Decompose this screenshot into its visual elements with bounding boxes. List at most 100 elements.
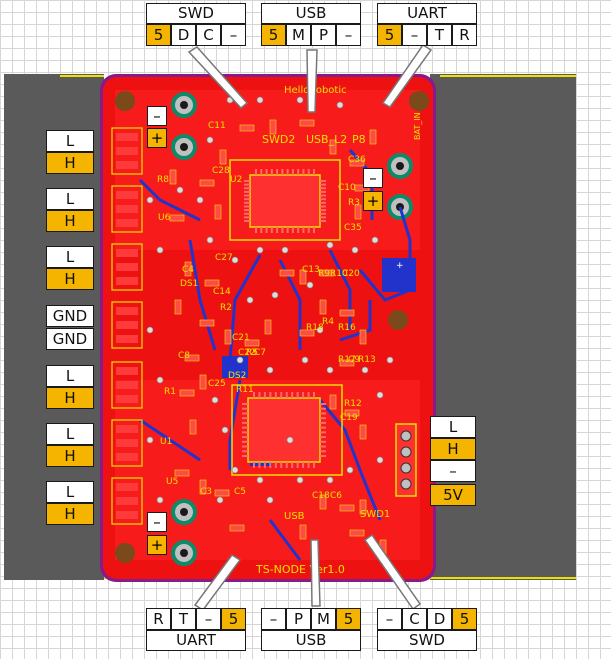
uart-bottom-pin-3: –	[196, 608, 221, 630]
smd-pad	[269, 119, 277, 135]
via	[246, 296, 254, 304]
ic-pin	[302, 169, 305, 175]
left-pin-1-bottom: H	[46, 152, 94, 174]
ic-pin	[320, 440, 326, 443]
ic-pin	[320, 190, 326, 193]
usb-bottom-pin-4: 5	[336, 608, 361, 630]
connector-pad	[116, 205, 138, 213]
ic-pin	[285, 392, 288, 398]
via	[146, 196, 154, 204]
silk-part-label: R4	[322, 317, 334, 327]
ic-pin	[291, 227, 294, 233]
arrow-usb-top	[306, 49, 318, 113]
ic-pin	[244, 205, 250, 208]
ic-pin	[242, 417, 248, 420]
silk-part-label: C7	[254, 348, 266, 358]
smd-pad	[214, 204, 222, 220]
connector-pad	[116, 277, 138, 285]
swd-top-pin-1: 5	[146, 24, 171, 46]
via	[386, 356, 394, 364]
ic-pin	[253, 462, 255, 468]
silk-part-label: R16	[338, 323, 356, 333]
connector-outline	[111, 477, 143, 525]
connector-outline	[111, 243, 143, 291]
silk-top-label: USB_L2	[306, 133, 347, 146]
smd-pad	[239, 124, 255, 132]
ic-pin	[280, 462, 283, 468]
ic-pin	[320, 407, 326, 410]
ic-pin	[320, 220, 326, 222]
silk-part-label: R13	[358, 355, 376, 365]
ic-pin	[313, 169, 315, 175]
via	[286, 436, 294, 444]
via	[146, 326, 154, 334]
smd-pad	[354, 184, 370, 192]
ic-pin	[320, 180, 326, 182]
connector-pad	[116, 219, 138, 227]
smd-pad	[199, 319, 215, 327]
connector-pad	[116, 321, 138, 329]
ic-pin	[242, 421, 248, 424]
smd-pad	[214, 489, 230, 497]
via	[326, 241, 334, 249]
silk-part-label: DS2	[228, 371, 246, 381]
mount-hole-tl	[115, 91, 135, 111]
ic-pin	[242, 455, 248, 457]
smd-pad	[299, 269, 307, 285]
uart-bottom-title: UART	[146, 630, 246, 651]
ic-pin	[242, 431, 248, 434]
arrow-swd-bottom	[363, 533, 422, 611]
uart-bottom-pin-4: 5	[221, 608, 246, 630]
usb-bottom-title: USB	[261, 630, 361, 651]
ic-pin	[281, 169, 284, 175]
left-pin-4-top: GND	[46, 305, 94, 327]
ic-pin	[269, 392, 272, 398]
ic-u2	[229, 159, 341, 241]
left-pin-1-top: L	[46, 130, 94, 152]
ic-pin	[276, 169, 279, 175]
ic-pin	[320, 426, 326, 429]
silk-bottom-label: USB	[284, 511, 305, 522]
silk-part-label: C10	[338, 183, 356, 193]
left-pin-2-top: L	[46, 188, 94, 210]
connector-pad	[116, 483, 138, 491]
smd-pad	[299, 329, 315, 337]
usb-bottom-pin-2: P	[286, 608, 311, 630]
smd-pad	[199, 374, 207, 390]
ic-pin	[297, 227, 300, 233]
smd-pad	[174, 299, 182, 315]
silk-part-label: C18	[312, 491, 330, 501]
smd-pad	[279, 269, 295, 277]
silk-part-label: C19	[340, 413, 358, 423]
power-minus-bottom-left: –	[147, 512, 167, 532]
ic-pin	[320, 187, 326, 190]
via	[336, 101, 344, 109]
via	[266, 366, 274, 374]
via	[301, 356, 309, 364]
silk-part-label: C4	[182, 265, 194, 275]
arrow-uart-top	[381, 43, 433, 108]
connector-pad	[116, 425, 138, 433]
ic-pin	[253, 392, 255, 398]
connector-outline	[111, 185, 143, 233]
silk-part-label: R11	[236, 385, 254, 395]
smd-pad	[299, 524, 307, 540]
left-pin-6-top: L	[46, 423, 94, 445]
smd-pad	[204, 279, 220, 287]
connector-pad	[116, 263, 138, 271]
connector-pad	[116, 381, 138, 389]
usb-bottom-pin-1: –	[261, 608, 286, 630]
ic-pin	[244, 220, 250, 222]
power-plus-bottom-left: +	[147, 535, 167, 555]
left-pin-5-top: L	[46, 365, 94, 387]
ic-pin	[242, 426, 248, 429]
silk-part-label: C27	[215, 253, 233, 263]
left-pin-4-bottom: GND	[46, 328, 94, 350]
via	[156, 376, 164, 384]
smd-pad	[344, 409, 360, 417]
smd-pad	[339, 309, 355, 317]
smd-pad	[169, 214, 185, 222]
ic-pin	[244, 183, 250, 186]
smd-pad	[319, 299, 327, 315]
connector-outline	[111, 301, 143, 349]
